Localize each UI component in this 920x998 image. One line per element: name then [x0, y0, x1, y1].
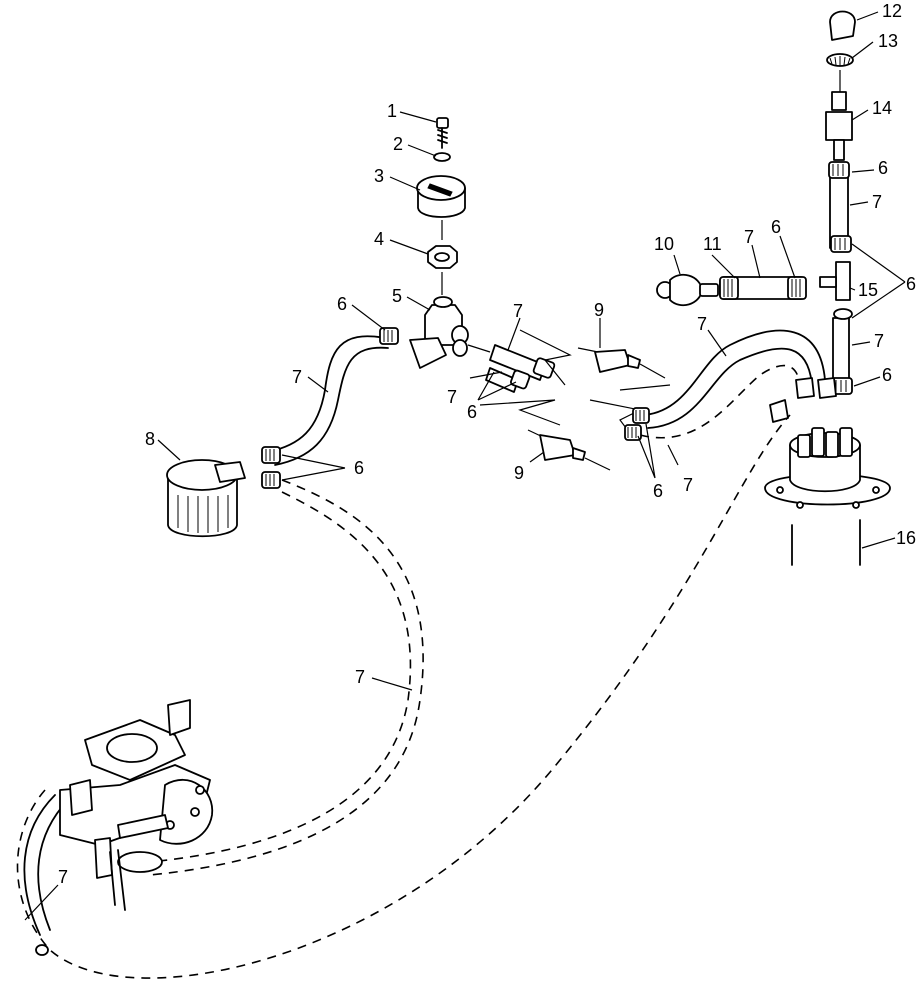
callout-6-vent-bottom: 6: [882, 365, 892, 385]
valve-part-5: [379, 296, 469, 369]
callout-4: 4: [374, 229, 384, 249]
callout-10: 10: [654, 234, 674, 254]
hose-pieces-center: [467, 329, 671, 441]
callout-7-vent-top: 7: [872, 192, 882, 212]
callout-6-filter: 6: [354, 458, 364, 478]
inline-filter-part-9-upper: [577, 347, 666, 379]
callout-7-carb: 7: [58, 867, 68, 887]
elbow-part-12: [829, 10, 856, 41]
callout-7-center-top: 7: [513, 301, 523, 321]
callout-7-lower-center: 7: [683, 475, 693, 495]
screw-part-1: [436, 117, 449, 149]
callout-16: 16: [896, 528, 916, 548]
callout-8: 8: [145, 429, 155, 449]
callout-7-long-hose: 7: [355, 667, 365, 687]
callout-7-vent-bottom: 7: [874, 331, 884, 351]
callout-5: 5: [392, 286, 402, 306]
callout-6-lower-center: 6: [653, 481, 663, 501]
callout-9-upper: 9: [594, 300, 604, 320]
washer-part-2: [433, 152, 451, 162]
callout-6-vent-right: 6: [906, 274, 916, 294]
hose-part-11: [719, 276, 807, 300]
callout-7-center-mid: 7: [447, 387, 457, 407]
callout-1: 1: [387, 101, 397, 121]
callout-11: 11: [703, 234, 722, 254]
clamp-part-13: [826, 53, 854, 67]
callout-6-valve: 6: [337, 294, 347, 314]
vent-valve-part-14: [825, 91, 853, 161]
callout-15: 15: [858, 280, 878, 300]
callout-6-vent-top: 6: [878, 158, 888, 178]
callout-14: 14: [872, 98, 892, 118]
callout-7-primer: 7: [744, 227, 754, 247]
callout-13: 13: [878, 31, 898, 51]
callout-6-center: 6: [467, 402, 477, 422]
tank-pickup-part-16: [764, 377, 891, 566]
callout-2: 2: [393, 134, 403, 154]
callout-3: 3: [374, 166, 384, 186]
tee-fitting-part-15: [819, 261, 853, 320]
check-valve-part-10: [656, 273, 719, 307]
carburetor-assembly: [35, 699, 213, 956]
inline-filter-part-9-lower: [527, 429, 611, 471]
callout-7-hose-left: 7: [292, 367, 302, 387]
fuel-filter-part-8: [166, 446, 281, 538]
callout-9-lower: 9: [514, 463, 524, 483]
callout-labels: 1 2 3 4 5 6 7 8 6 7 7 6 9 9 6 7 7 10 11 …: [58, 1, 916, 887]
callout-7-hose-right: 7: [697, 314, 707, 334]
cap-part-3: [416, 175, 466, 218]
nut-part-4: [427, 245, 458, 269]
callout-12: 12: [882, 1, 902, 21]
leader-lines: [24, 11, 906, 921]
hose-clamps-center-right: [624, 407, 650, 441]
callout-6-primer: 6: [771, 217, 781, 237]
clamps-part-6-vent: [828, 161, 853, 395]
